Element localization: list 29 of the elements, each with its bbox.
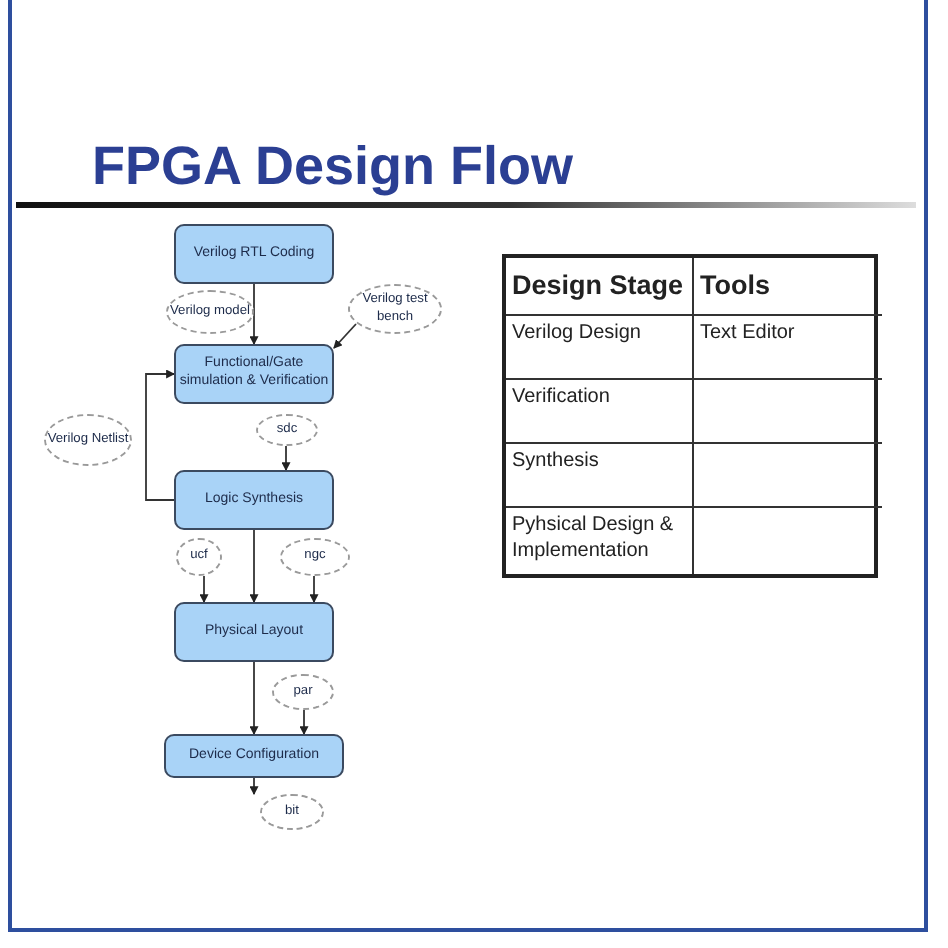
arrow xyxy=(145,369,176,501)
column-header: Design Stage xyxy=(512,269,684,303)
dashed-ellipse xyxy=(256,414,318,446)
title: FPGA Design Flow xyxy=(92,136,574,198)
arrow xyxy=(281,445,291,472)
arrow xyxy=(333,323,357,349)
arrow xyxy=(249,777,259,796)
dashed-ellipse xyxy=(260,794,324,830)
dashed-ellipse xyxy=(272,674,334,710)
arrow xyxy=(249,283,259,346)
process-box xyxy=(174,602,334,662)
table-cell-text: Verification xyxy=(512,386,610,411)
process-box xyxy=(164,734,344,778)
arrow xyxy=(249,661,259,736)
table-cell-text: Synthesis xyxy=(512,450,599,475)
table-cell-text: Verilog Design xyxy=(512,322,641,347)
table-cell-text: Pyhsical Design & Implementation xyxy=(512,514,676,564)
process-box xyxy=(174,470,334,530)
arrow xyxy=(299,709,309,736)
process-box xyxy=(174,344,334,404)
dashed-ellipse xyxy=(280,538,350,576)
arrow xyxy=(309,575,319,604)
column-header: Tools xyxy=(700,269,770,303)
table-cell-text: Text Editor xyxy=(700,322,795,347)
arrow xyxy=(199,575,209,604)
arrow xyxy=(249,529,259,604)
dashed-ellipse xyxy=(166,290,254,334)
process-box xyxy=(174,224,334,284)
dashed-ellipse xyxy=(176,538,222,576)
